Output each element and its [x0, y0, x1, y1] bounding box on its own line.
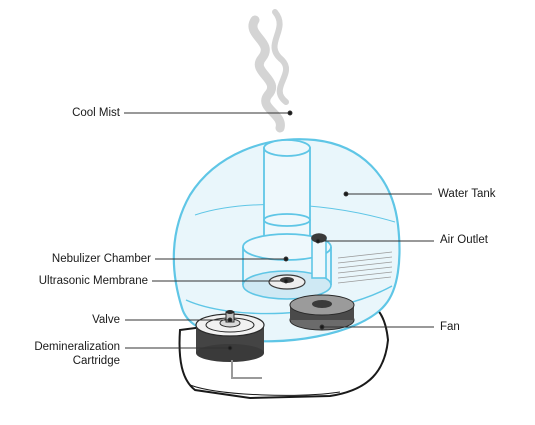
label-nebulizer-chamber: Nebulizer Chamber — [51, 253, 151, 265]
mist-plume — [248, 9, 290, 133]
label-cartridge: Cartridge — [72, 355, 120, 367]
mist-tube — [263, 139, 311, 249]
leader-lines — [124, 110, 434, 351]
label-demineralization: Demineralization — [34, 341, 120, 353]
valve — [219, 310, 241, 328]
label-fan: Fan — [440, 321, 460, 333]
nebulizer-chamber — [242, 233, 332, 285]
vent-slats — [337, 251, 393, 284]
base-pipe — [231, 360, 262, 379]
label-water-tank: Water Tank — [438, 188, 496, 200]
fan — [289, 294, 355, 331]
label-ultrasonic-membrane: Ultrasonic Membrane — [38, 275, 148, 287]
air-outlet-pipe — [311, 233, 327, 279]
label-valve: Valve — [92, 314, 120, 326]
label-cool-mist: Cool Mist — [72, 107, 120, 119]
label-air-outlet: Air Outlet — [440, 234, 488, 246]
